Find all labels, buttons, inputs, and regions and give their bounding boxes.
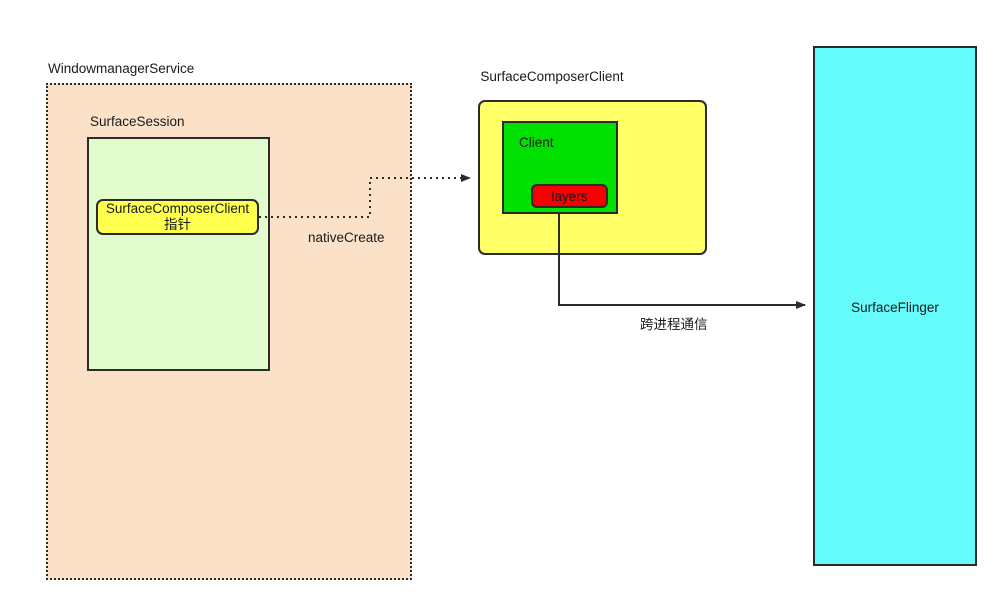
surfaceflinger-label: SurfaceFlinger <box>851 300 939 315</box>
nativecreate-edge-label: nativeCreate <box>308 230 385 245</box>
client-label: Client <box>519 135 554 150</box>
layers-label: layers <box>551 188 588 204</box>
windowmanagerservice-label: WindowmanagerService <box>48 61 195 76</box>
surfacecomposerclient-label: SurfaceComposerClient <box>480 69 624 84</box>
layers-node: layers <box>531 184 608 208</box>
surfacecomposerclient-pointer-label: SurfaceComposerClient指针 <box>105 201 250 232</box>
surfacecomposerclient-pointer-node: SurfaceComposerClient指针 <box>96 199 259 235</box>
ipc-edge-label: 跨进程通信 <box>640 317 708 332</box>
surfaceflinger-container <box>813 46 977 566</box>
surfacesession-label: SurfaceSession <box>90 114 185 129</box>
surfacesession-container <box>87 137 270 371</box>
